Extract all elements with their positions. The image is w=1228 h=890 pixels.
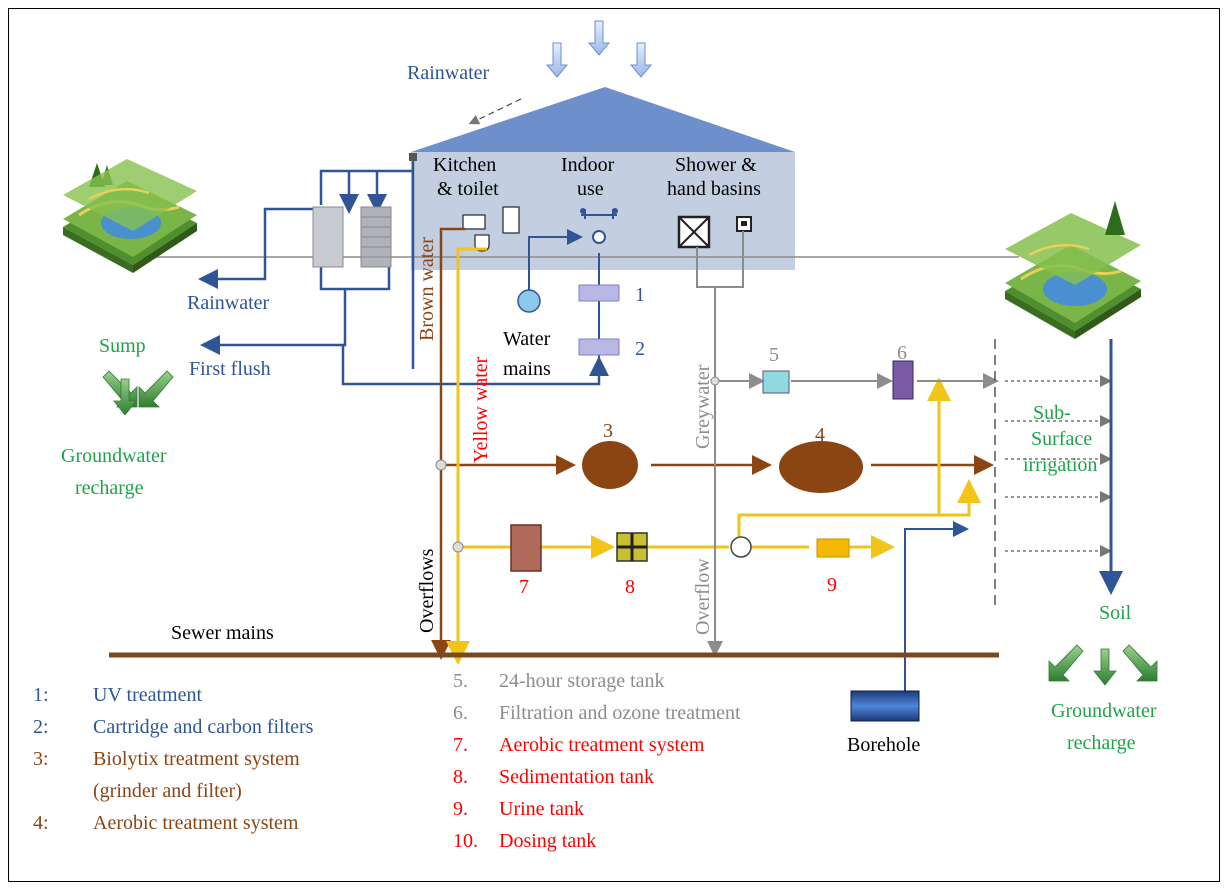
legend-text: Biolytix treatment system xyxy=(93,748,300,770)
label-sub-surface-3: irrigation xyxy=(1023,454,1097,476)
label-gw-left-1: Groundwater xyxy=(61,445,167,467)
filtration-ozone-unit xyxy=(892,360,914,400)
sink-icon xyxy=(462,214,486,230)
label-borehole: Borehole xyxy=(847,734,920,756)
borehole-icon xyxy=(850,690,920,722)
water-mains-meter xyxy=(517,289,541,313)
legend-number: 5. xyxy=(453,670,468,692)
down-arrow-icon xyxy=(587,20,611,56)
label-soil: Soil xyxy=(1099,602,1132,624)
legend-text: Urine tank xyxy=(499,798,584,820)
label-n3: 3 xyxy=(603,420,613,442)
label-overflow: Overflow xyxy=(692,558,714,635)
label-rainwater-top: Rainwater xyxy=(407,62,490,84)
down-arrow-icon xyxy=(629,42,653,78)
label-shower-2: hand basins xyxy=(667,178,761,200)
aerobic-tank xyxy=(779,441,863,493)
label-sewer-mains: Sewer mains xyxy=(171,622,274,644)
label-shower-1: Shower & xyxy=(675,154,757,176)
aerobic-treatment-unit xyxy=(510,524,542,572)
label-first-flush: First flush xyxy=(189,358,271,380)
label-n2: 2 xyxy=(635,338,645,360)
legend-number: 8. xyxy=(453,766,468,788)
urine-tank-unit xyxy=(816,538,850,558)
legend-number: 2: xyxy=(33,716,49,738)
label-sub-surface-2: Surface xyxy=(1031,428,1092,450)
pond-landscape-icon-left xyxy=(63,159,197,273)
label-rainwater-left: Rainwater xyxy=(187,292,270,314)
cartridge-filter-unit xyxy=(578,338,620,356)
storage-tank-24h xyxy=(762,370,790,394)
rain-arrows xyxy=(545,20,653,78)
legend: 1: UV treatment 2: Cartridge and carbon fil… xyxy=(33,670,741,852)
label-n8: 8 xyxy=(625,576,635,598)
legend-text: Aerobic treatment system xyxy=(93,812,299,834)
rainwater-tank-a xyxy=(312,206,344,268)
legend-text: Sedimentation tank xyxy=(499,766,654,788)
label-indoor-1: Indoor xyxy=(561,154,615,176)
legend-text: Cartridge and carbon filters xyxy=(93,716,314,738)
rainwater-pipes xyxy=(198,157,609,386)
green-arrow-icon-right xyxy=(1048,644,1158,686)
pump-icon xyxy=(730,536,752,558)
label-kitchen-2: & toilet xyxy=(437,178,499,200)
biolytix-tank xyxy=(582,441,638,489)
legend-number: 6. xyxy=(453,702,468,724)
label-indoor-2: use xyxy=(577,178,604,200)
label-n7: 7 xyxy=(519,576,529,598)
label-greywater: Greywater xyxy=(692,364,714,449)
water-system-diagram: Rainwater Kitchen & toilet Indoor use Sh… xyxy=(33,20,1158,852)
label-water-mains-1: Water xyxy=(503,328,551,350)
label-n4: 4 xyxy=(815,424,825,446)
tap-icon xyxy=(592,230,606,244)
legend-text: UV treatment xyxy=(93,684,202,706)
legend-number: 7. xyxy=(453,734,468,756)
legend-text: (grinder and filter) xyxy=(93,780,242,802)
legend-number: 10. xyxy=(453,830,478,852)
brown-water-pipes xyxy=(431,227,994,660)
uv-treatment-unit xyxy=(578,284,620,302)
label-gw-left-2: recharge xyxy=(75,477,144,499)
label-n5: 5 xyxy=(769,344,779,366)
yellow-water-pipes xyxy=(446,247,981,665)
toilet-icon xyxy=(474,234,490,252)
toilet-cistern-icon xyxy=(502,206,520,234)
diagram-frame: Rainwater Kitchen & toilet Indoor use Sh… xyxy=(8,8,1220,882)
legend-text: Dosing tank xyxy=(499,830,596,852)
down-arrow-icon xyxy=(545,42,569,78)
legend-text: 24-hour storage tank xyxy=(499,670,665,692)
legend-text: Filtration and ozone treatment xyxy=(499,702,741,724)
legend-text: Aerobic treatment system xyxy=(499,734,705,756)
legend-number: 9. xyxy=(453,798,468,820)
label-gw-right-1: Groundwater xyxy=(1051,700,1157,722)
legend-number: 4: xyxy=(33,812,49,834)
label-gw-right-2: recharge xyxy=(1067,732,1136,754)
house-roof xyxy=(411,87,795,152)
label-sump: Sump xyxy=(99,335,146,357)
label-n9: 9 xyxy=(827,574,837,596)
gutter-box xyxy=(409,153,417,161)
label-yellow-water: Yellow water xyxy=(470,356,492,463)
label-sub-surface-1: Sub- xyxy=(1033,402,1071,424)
label-n6: 6 xyxy=(897,342,907,364)
label-overflows: Overflows xyxy=(416,548,438,633)
green-arrow-icon-left xyxy=(102,370,174,416)
pond-landscape-icon-right xyxy=(1005,201,1141,339)
label-water-mains-2: mains xyxy=(503,358,551,380)
irrigation-dashed-arrows xyxy=(1005,375,1112,557)
legend-number: 1: xyxy=(33,684,49,706)
label-n1: 1 xyxy=(635,284,645,306)
label-brown-water: Brown water xyxy=(416,237,438,341)
legend-number: 3: xyxy=(33,748,49,770)
greywater-pipes xyxy=(696,231,999,657)
label-kitchen-1: Kitchen xyxy=(433,154,496,176)
